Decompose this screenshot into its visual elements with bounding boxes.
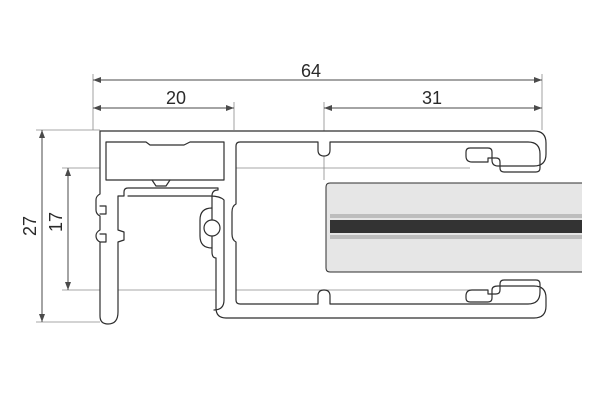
dimension-left-section: 20 <box>93 88 235 130</box>
screw-port-outline <box>199 207 213 249</box>
profile-inner-wall <box>127 195 225 311</box>
dimension-label-overall-width: 64 <box>301 61 321 81</box>
aluminium-profile <box>95 130 547 325</box>
dimension-overall-width: 64 <box>92 61 543 130</box>
screw-port <box>199 207 221 249</box>
panel-stripe-light <box>330 214 582 218</box>
dimension-label-inner-height: 17 <box>46 212 66 232</box>
profile-outer-contour <box>95 130 547 325</box>
screw-port-hole <box>203 219 221 237</box>
profile-left-notch-upper <box>99 205 107 215</box>
panel-stripe-dark <box>330 220 582 233</box>
dimension-label-right-section: 31 <box>422 88 442 108</box>
dimension-label-overall-height: 27 <box>20 216 40 236</box>
profile-top-chamber-notch <box>151 179 171 187</box>
profile-left-notch-lower <box>99 233 107 243</box>
dimension-label-left-section: 20 <box>166 88 186 108</box>
panel-stripe-light-lower <box>330 235 582 239</box>
inserted-panel <box>325 182 582 273</box>
profile-top-chamber <box>105 141 225 181</box>
dimension-overall-height: 27 <box>20 129 100 323</box>
